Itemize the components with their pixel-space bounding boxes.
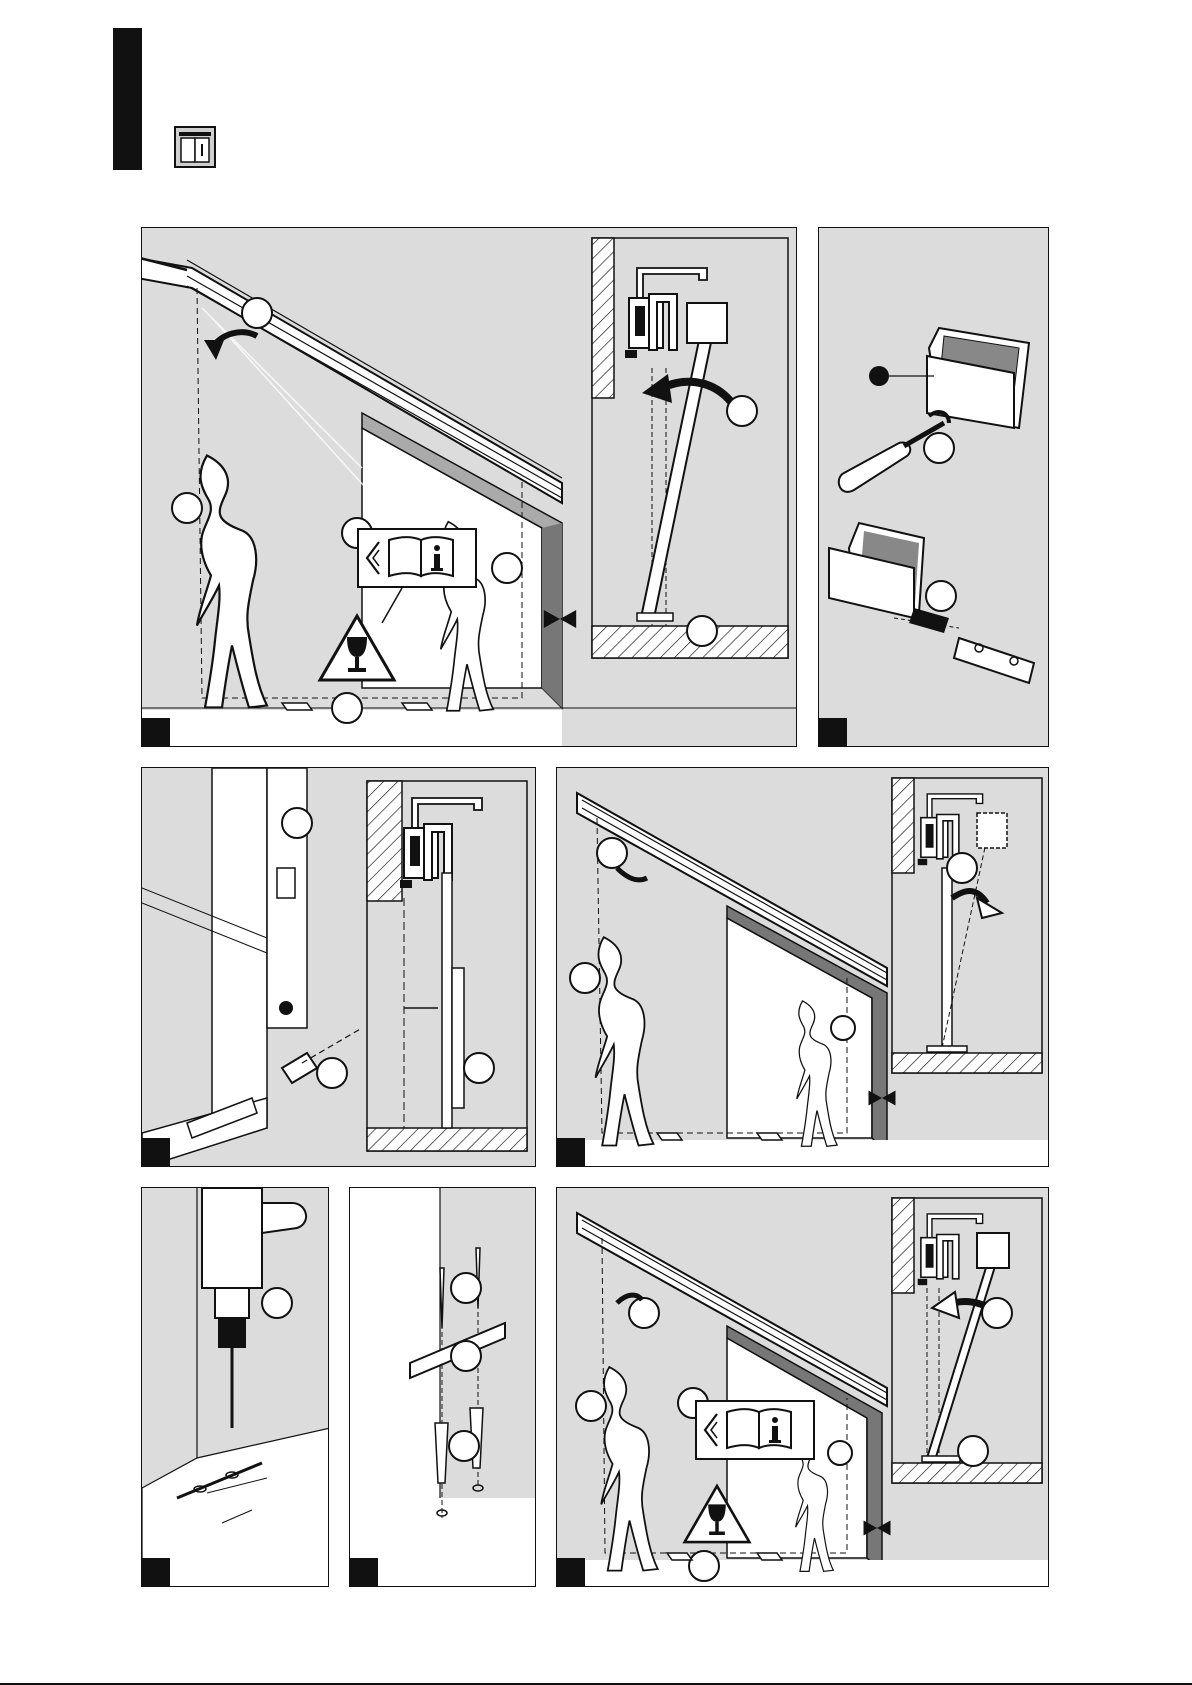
step-marker	[557, 1138, 585, 1166]
panel-f-illustration	[350, 1188, 536, 1587]
panel-a-lift-rail	[141, 227, 797, 747]
panel-g-illustration	[557, 1188, 1049, 1587]
panel-c-illustration	[142, 768, 536, 1167]
panel-e-illustration	[142, 1188, 329, 1587]
step-marker	[142, 718, 170, 746]
section-tab	[113, 28, 142, 170]
sliding-door-icon	[174, 126, 216, 168]
panel-b-clamp-screw	[818, 227, 1049, 747]
panel-g-final-hang	[556, 1187, 1049, 1587]
panel-f-fixing	[349, 1187, 536, 1587]
step-marker	[142, 1138, 170, 1166]
step-marker	[819, 718, 847, 746]
panel-c-level-adjust	[141, 767, 536, 1167]
panel-e-drill	[141, 1187, 329, 1587]
step-marker	[350, 1558, 378, 1586]
person-icon	[601, 1367, 658, 1571]
panel-d-illustration	[557, 768, 1049, 1167]
person-icon	[596, 937, 654, 1145]
person-icon	[197, 456, 267, 708]
panel-d-rail-hang	[556, 767, 1049, 1167]
read-manual-icon	[358, 529, 476, 587]
read-manual-icon	[696, 1401, 814, 1459]
step-marker	[142, 1558, 170, 1586]
panel-a-illustration	[142, 228, 797, 747]
panel-b-illustration	[819, 228, 1049, 747]
step-marker	[557, 1558, 585, 1586]
